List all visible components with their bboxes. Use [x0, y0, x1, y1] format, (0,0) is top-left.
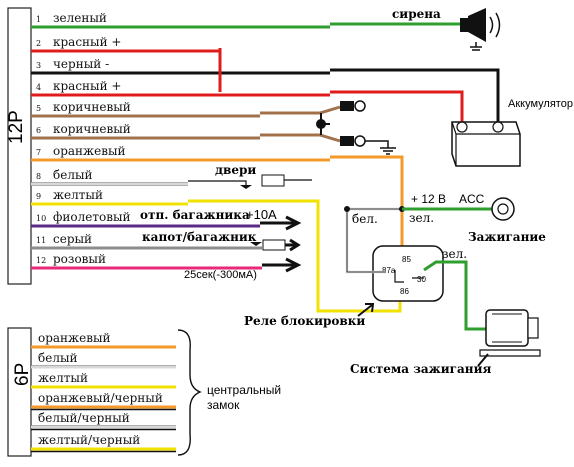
battery-positive-wire	[330, 90, 464, 123]
connector-6p-label: 6P	[12, 363, 33, 386]
pin-number-7: 7	[36, 148, 41, 157]
wire-6p-label-3: желтый	[38, 371, 88, 385]
connector-12p-wires: 1 зеленый 2 красный + 3 черный - 4 красный + 5 ко…	[31, 11, 330, 270]
relay-pin-30: 30	[417, 275, 426, 284]
horn-2-icon	[354, 135, 366, 147]
doors-arrow-icon	[240, 185, 252, 189]
wire-12p-label-2: красный +	[53, 35, 121, 49]
connector-6p-block	[7, 327, 32, 457]
brown-wire-5-end	[260, 105, 341, 115]
pin-number-6: 6	[36, 126, 41, 135]
wire-12p-label-8: белый	[53, 168, 93, 182]
wire-6p-label-5: белый/черный	[38, 411, 130, 425]
battery-label: Аккумулятор	[508, 98, 573, 110]
central-lock-label-line2: замок	[207, 398, 240, 412]
ignition-system-wire	[423, 260, 490, 331]
trunk-open-current-label: +10A	[246, 207, 277, 222]
ignition-label: Зажигание	[468, 230, 546, 244]
horn-connector-2	[340, 136, 354, 146]
wire-6p-label-6: желтый/черный	[38, 433, 140, 447]
ignition-system-label: Система зажигания	[350, 362, 491, 376]
relay-pin-86: 86	[400, 287, 409, 296]
wire-12p-label-9: желтый	[53, 188, 103, 202]
pin-number-5: 5	[36, 104, 41, 113]
connector-12p-block	[7, 7, 32, 285]
hood-trunk-label: капот/багажник	[142, 230, 257, 244]
pin-number-1: 1	[36, 15, 41, 24]
relay-pin-85: 85	[402, 255, 411, 264]
pin-number-2: 2	[36, 39, 41, 48]
pink-output-arrow-icon	[262, 257, 302, 273]
connector-12p-label: 12P	[6, 110, 27, 144]
horn-connector-1	[340, 101, 354, 111]
trunk-open-label: отп. багажника	[140, 208, 250, 222]
wire-12p-label-6: коричневый	[53, 122, 131, 136]
acc-label: ACC	[459, 192, 485, 206]
wire-12p-label-1: зеленый	[53, 11, 107, 25]
siren-label: сирена	[392, 7, 441, 21]
central-lock-label-line1: центральный	[207, 383, 281, 397]
wire-6p-label-2: белый	[38, 351, 78, 365]
yellow-wire-relay	[188, 199, 402, 313]
ground-icon	[365, 140, 396, 155]
ignition-system-icon	[479, 309, 541, 357]
pin-number-3: 3	[36, 61, 41, 70]
ignition-switch-icon	[491, 197, 515, 221]
doors-switch-connector	[261, 174, 285, 187]
wire-12p-label-7: оранжевый	[53, 144, 126, 158]
green-wire-label-2: зел.	[442, 247, 467, 261]
pin-number-8: 8	[36, 172, 41, 181]
trunk-open-output-arrow-icon	[260, 215, 302, 231]
brown-wire-6-end	[260, 133, 341, 143]
siren-icon	[460, 8, 501, 51]
hood-trunk-arrow-icon	[285, 238, 301, 252]
wire-12p-label-12: розовый	[53, 252, 106, 266]
wire-12p-label-5: коричневый	[53, 100, 131, 114]
wire-12p-label-11: серый	[53, 232, 92, 246]
horn-1-icon	[354, 100, 366, 112]
pin-number-4: 4	[36, 83, 41, 92]
doors-label: двери	[215, 163, 256, 177]
blocking-relay-label: Реле блокировки	[244, 314, 365, 328]
pin-number-12: 12	[36, 256, 46, 265]
wire-12p-label-10: фиолетовый	[53, 210, 131, 224]
wire-6p-label-4: оранжевый/черный	[38, 391, 163, 405]
battery-negative-wire	[330, 68, 500, 123]
blocking-relay-body	[372, 245, 444, 302]
pin-number-9: 9	[36, 192, 41, 201]
wire-12p-label-3: черный -	[53, 57, 109, 71]
hood-trunk-switch-connector	[262, 239, 286, 251]
plus12-label: + 12 В	[411, 192, 446, 206]
orange-wire-12v	[330, 155, 404, 248]
wire-6p-label-1: оранжевый	[38, 331, 111, 345]
connector-6p-wires: оранжевый белый желтый оранжевый/черный белы…	[31, 331, 176, 453]
white-wire-label: бел.	[352, 212, 378, 226]
pin-number-11: 11	[36, 236, 46, 245]
wire-12p-label-4: красный +	[53, 79, 121, 93]
relay-pin-87a: 87a	[382, 266, 396, 275]
pink-output-label: 25сек(-300мА)	[184, 269, 257, 281]
green-wire-label-1: зел.	[409, 211, 434, 225]
battery-icon	[451, 121, 521, 167]
pin-number-10: 10	[36, 214, 46, 223]
central-lock-brace	[177, 329, 202, 456]
